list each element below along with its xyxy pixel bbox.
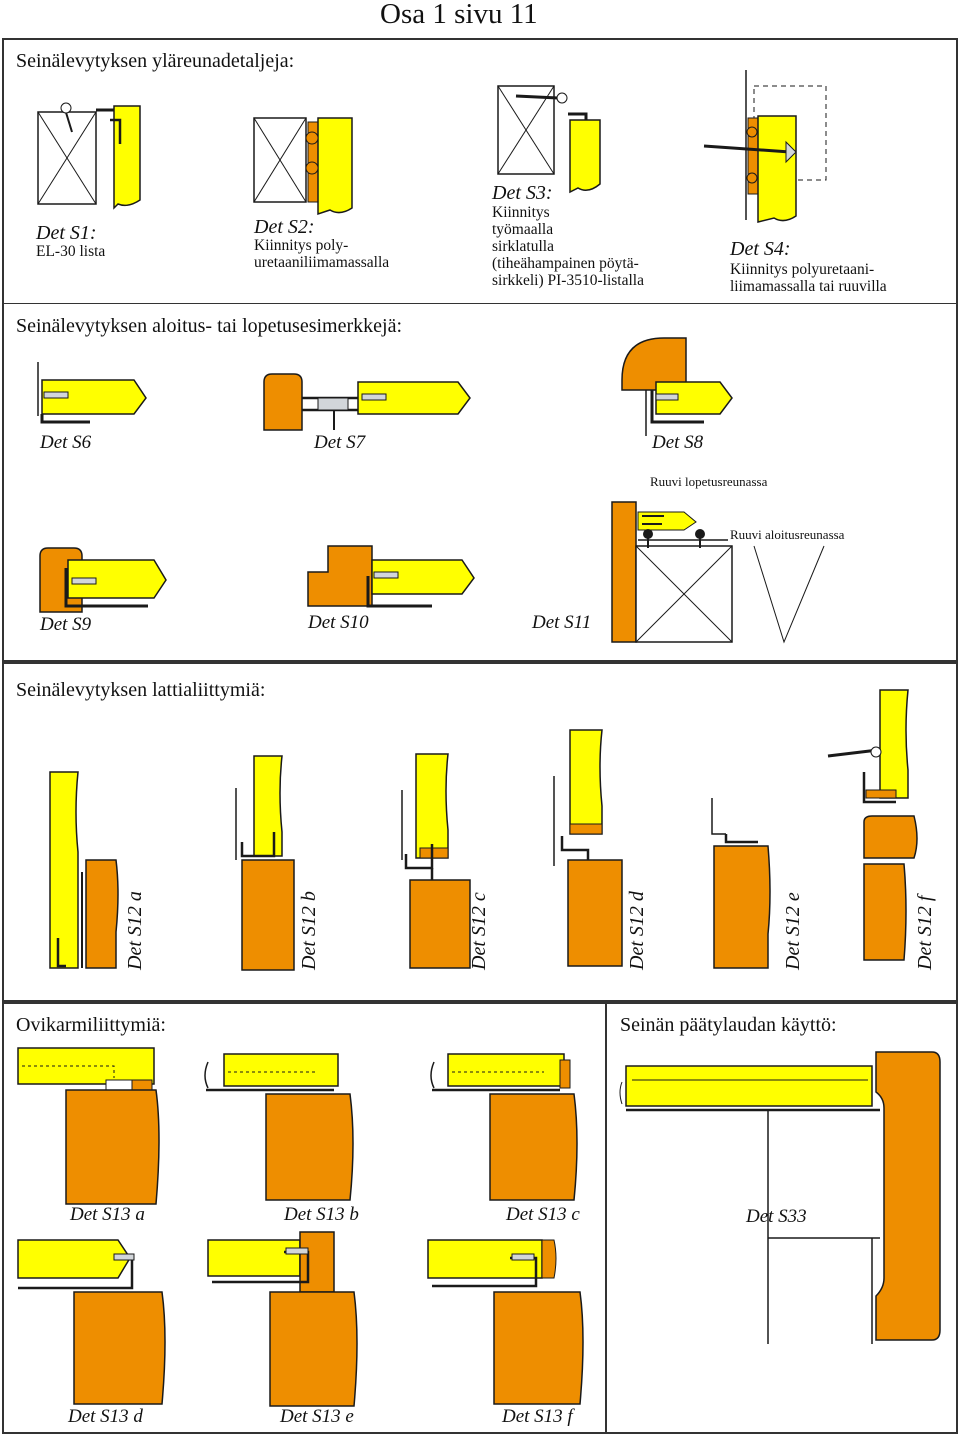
diagram-s13f bbox=[427, 1239, 584, 1405]
caption-s4-title: Det S4: bbox=[730, 238, 791, 260]
frame-bottom-divider bbox=[605, 1002, 607, 1434]
diagram-s4 bbox=[703, 70, 827, 223]
caption-s3-line5: sirkkeli) PI-3510-listalla bbox=[492, 272, 644, 289]
caption-s13e: Det S13 e bbox=[280, 1406, 354, 1427]
section-title-end: Seinän päätylaudan käyttö: bbox=[620, 1014, 837, 1036]
diagram-s13a bbox=[17, 1047, 160, 1205]
diagram-s12f bbox=[827, 689, 918, 961]
diagram-s12c bbox=[401, 753, 471, 969]
diagram-s11 bbox=[611, 501, 825, 644]
caption-s33: Det S33 bbox=[746, 1206, 807, 1227]
caption-s2-title: Det S2: bbox=[254, 216, 315, 238]
diagram-s12a bbox=[49, 771, 119, 969]
caption-s9: Det S9 bbox=[40, 614, 92, 635]
diagram-s1 bbox=[37, 102, 141, 210]
diagram-s13b bbox=[204, 1053, 354, 1201]
caption-s12b: Det S12 b bbox=[298, 891, 320, 970]
caption-s1-line1: EL-30 lista bbox=[36, 243, 106, 260]
section-title-floor: Seinälevytyksen lattialiittymiä: bbox=[16, 679, 266, 701]
caption-s4-line2: liimamassalla tai ruuvilla bbox=[730, 278, 887, 295]
caption-s13b: Det S13 b bbox=[284, 1204, 359, 1225]
caption-s3-title: Det S3: bbox=[492, 182, 553, 204]
note-screw-end: Ruuvi lopetusreunassa bbox=[648, 474, 770, 490]
section-title-door: Ovikarmiliittymiä: bbox=[16, 1014, 166, 1036]
diagram-s13e bbox=[207, 1231, 358, 1407]
caption-s11: Det S11 bbox=[532, 612, 592, 633]
caption-s6: Det S6 bbox=[40, 432, 92, 453]
diagram-s6 bbox=[37, 362, 147, 424]
caption-s4-line1: Kiinnitys polyuretaani- bbox=[730, 261, 875, 278]
diagram-s13d bbox=[17, 1239, 166, 1405]
diagram-s12e bbox=[711, 798, 771, 969]
caption-s12d: Det S12 d bbox=[626, 891, 648, 970]
diagram-s13c bbox=[430, 1053, 578, 1201]
frame-floor bbox=[2, 662, 958, 1002]
caption-s13a: Det S13 a bbox=[70, 1204, 145, 1225]
diagram-s33 bbox=[619, 1051, 941, 1344]
caption-s3-line4: (tiheähampainen pöytä- bbox=[492, 255, 639, 272]
caption-s12f: Det S12 f bbox=[914, 895, 936, 970]
caption-s2-line2: uretaaniliimamassalla bbox=[254, 254, 390, 271]
diagram-s9 bbox=[39, 547, 167, 613]
diagram-s7 bbox=[263, 373, 471, 431]
frame-bottom bbox=[2, 1002, 958, 1434]
caption-s10: Det S10 bbox=[308, 612, 369, 633]
caption-s2-line1: Kiinnitys poly- bbox=[254, 237, 349, 254]
frame-top-and-start bbox=[2, 38, 958, 662]
caption-s13c: Det S13 c bbox=[506, 1204, 580, 1225]
page-label: Osa 1 sivu 11 bbox=[380, 0, 538, 30]
caption-s7: Det S7 bbox=[314, 432, 366, 453]
diagram-s3 bbox=[497, 85, 601, 194]
section-title-start: Seinälevytyksen aloitus- tai lopetusesim… bbox=[16, 315, 403, 337]
caption-s13f: Det S13 f bbox=[502, 1406, 573, 1427]
diagram-s8 bbox=[621, 337, 733, 436]
diagram-s12b bbox=[235, 755, 295, 971]
note-screw-start: Ruuvi aloitusreunassa bbox=[728, 527, 847, 543]
caption-s8: Det S8 bbox=[652, 432, 704, 453]
caption-s1-title: Det S1: bbox=[36, 222, 97, 244]
caption-s3-line2: työmaalla bbox=[492, 221, 554, 238]
diagram-s12d bbox=[553, 729, 623, 967]
diagram-s10 bbox=[307, 545, 475, 608]
caption-s3-line1: Kiinnitys bbox=[492, 204, 550, 221]
divider-top-details bbox=[2, 303, 958, 304]
diagram-s2 bbox=[253, 117, 353, 216]
caption-s12e: Det S12 e bbox=[782, 892, 804, 970]
section-title-top: Seinälevytyksen yläreunadetaljeja: bbox=[16, 50, 295, 72]
caption-s12c: Det S12 c bbox=[468, 892, 490, 970]
caption-s12a: Det S12 a bbox=[124, 891, 146, 970]
caption-s13d: Det S13 d bbox=[68, 1406, 143, 1427]
caption-s3-line3: sirklatulla bbox=[492, 238, 554, 255]
